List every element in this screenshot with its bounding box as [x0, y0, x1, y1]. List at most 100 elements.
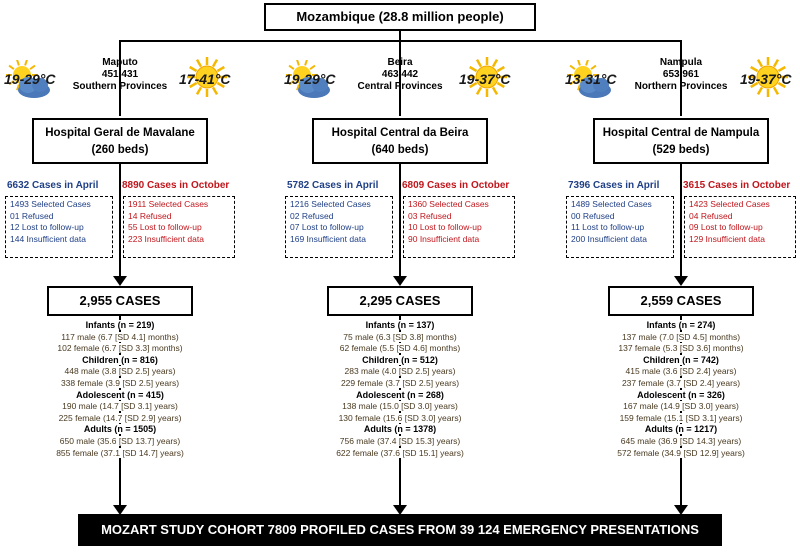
october-detail-line: 1423 Selected Cases — [689, 199, 770, 209]
hospital-name: Hospital Geral de Mavalane — [45, 127, 195, 139]
demographic-male: 75 male (6.3 [SD 3.8] months) — [310, 331, 490, 344]
demographic-group-heading: Adolescent (n = 415) — [30, 389, 210, 402]
october-detail-line: 14 Refused — [128, 210, 172, 221]
april-detail-line: 144 Insufficient data — [10, 233, 86, 244]
arrow-icon — [393, 276, 407, 286]
sun-cloud-icon — [563, 59, 615, 105]
female-text: 229 female (3.7 [SD 2.5] years) — [338, 377, 462, 388]
october-detail-line: 129 Insufficient data — [689, 233, 765, 244]
october-detail-line: 10 Lost to follow-up — [408, 222, 482, 232]
female-text: 102 female (6.7 [SD 3.3] months) — [55, 343, 185, 354]
flow-line — [680, 164, 682, 276]
hospital-name: Hospital Central da Beira — [331, 127, 469, 139]
demographic-group-heading: Infants (n = 274) — [591, 320, 771, 332]
demographic-male: 190 male (14.7 [SD 3.1] years) — [30, 401, 210, 413]
male-text: 117 male (6.7 [SD 4.1] months) — [59, 331, 181, 342]
april-detail-line: 01 Refused — [10, 210, 54, 221]
april-detail-line: 1216 Selected Cases — [290, 199, 371, 209]
male-text: 167 male (14.9 [SD 3.0] years) — [621, 401, 741, 412]
demographic-female: 622 female (37.6 [SD 15.1] years) — [310, 447, 490, 460]
demographic-group-heading: Infants (n = 137) — [310, 320, 490, 332]
demographic-female: 855 female (37.1 [SD 14.7] years) — [30, 447, 210, 460]
group-heading-text: Infants (n = 219) — [83, 320, 157, 330]
female-text: 137 female (5.3 [SD 3.6] months) — [616, 343, 746, 354]
april-detail-line: 200 Insufficient data — [571, 233, 647, 244]
october-label: Cases in October — [708, 180, 791, 191]
april-label: Cases in April — [32, 180, 99, 191]
group-heading-text: Infants (n = 137) — [363, 320, 437, 330]
hospital-beds: (529 beds) — [652, 144, 710, 156]
temp-october: 19-37°C — [740, 71, 792, 87]
october-detail-line: 55 Lost to follow-up — [128, 222, 202, 232]
female-text: 225 female (14.7 [SD 2.9] years) — [56, 412, 184, 423]
april-label: Cases in April — [593, 180, 660, 191]
city-population: 451,431 — [101, 69, 139, 80]
male-text: 415 male (3.6 [SD 2.4] years) — [623, 366, 739, 377]
demographic-male: 756 male (37.4 [SD 15.3] years) — [310, 435, 490, 448]
april-count: 5782 — [287, 180, 310, 191]
female-text: 237 female (3.7 [SD 2.4] years) — [619, 377, 743, 388]
group-heading-text: Adolescent (n = 268) — [354, 389, 446, 400]
temp-october: 19-37°C — [459, 71, 511, 87]
demographic-male: 117 male (6.7 [SD 4.1] months) — [30, 331, 210, 344]
total-cases: 2,955 CASES — [79, 293, 161, 308]
hospital-name: Hospital Central de Nampula — [602, 127, 760, 139]
group-heading-text: Infants (n = 274) — [644, 320, 718, 330]
title-stem — [399, 31, 401, 41]
demographic-male: 138 male (15.0 [SD 3.0] years) — [310, 401, 490, 413]
october-count: 8890 — [122, 180, 145, 191]
demographics: Infants (n = 219) 117 male (6.7 [SD 4.1]… — [30, 320, 210, 459]
april-label: Cases in April — [312, 180, 379, 191]
female-text: 338 female (3.9 [SD 2.5] years) — [58, 377, 182, 388]
april-detail-line: 02 Refused — [290, 210, 334, 221]
april-count: 6632 — [7, 180, 30, 191]
group-heading-text: Children (n = 512) — [360, 354, 440, 365]
october-cases-label: 6809 Cases in October — [402, 180, 509, 191]
bottom-line — [680, 316, 682, 506]
demographic-group-heading: Adolescent (n = 326) — [591, 389, 771, 402]
city-name: Maputo — [102, 57, 138, 68]
demographic-male: 137 male (7.0 [SD 4.5] months) — [591, 331, 771, 344]
city-info: Beira 463,442 Central Provinces — [340, 57, 460, 93]
female-text: 62 female (5.5 [SD 4.6] months) — [337, 343, 463, 354]
demographic-group-heading: Infants (n = 219) — [30, 320, 210, 332]
temp-april: 19-29°C — [4, 71, 56, 87]
april-cases-label: 7396 Cases in April — [568, 180, 659, 191]
demographic-male: 448 male (3.8 [SD 2.5] years) — [30, 366, 210, 378]
male-text: 756 male (37.4 [SD 15.3] years) — [337, 435, 463, 446]
flow-line — [399, 164, 401, 276]
april-detail-line: 1489 Selected Cases — [571, 199, 652, 209]
october-count: 6809 — [402, 180, 425, 191]
female-text: 572 female (34.9 [SD 12.9] years) — [615, 447, 747, 458]
october-label: Cases in October — [147, 180, 230, 191]
demographics: Infants (n = 137) 75 male (6.3 [SD 3.8] … — [310, 320, 490, 459]
temp-april: 19-29°C — [284, 71, 336, 87]
october-count: 3615 — [683, 180, 706, 191]
city-population: 653,961 — [662, 69, 700, 80]
male-text: 650 male (35.6 [SD 13.7] years) — [57, 435, 183, 446]
group-heading-text: Adults (n = 1378) — [361, 424, 439, 435]
demographic-group-heading: Adults (n = 1217) — [591, 424, 771, 436]
sun-icon — [747, 56, 789, 103]
demographic-female: 225 female (14.7 [SD 2.9] years) — [30, 412, 210, 425]
demographic-group-heading: Children (n = 816) — [30, 354, 210, 367]
october-detail-line: 03 Refused — [408, 210, 452, 221]
arrow-icon — [113, 276, 127, 286]
april-cases-label: 5782 Cases in April — [287, 180, 378, 191]
april-cases-label: 6632 Cases in April — [7, 180, 98, 191]
group-heading-text: Adults (n = 1505) — [81, 424, 159, 435]
city-region: Northern Provinces — [634, 81, 728, 92]
female-text: 855 female (37.1 [SD 14.7] years) — [54, 447, 186, 458]
male-text: 645 male (36.9 [SD 14.3] years) — [618, 435, 744, 446]
demographics: Infants (n = 274) 137 male (7.0 [SD 4.5]… — [591, 320, 771, 459]
temp-april: 13-31°C — [565, 71, 617, 87]
arrow-icon — [393, 505, 407, 515]
sun-icon — [186, 56, 228, 103]
group-heading-text: Adolescent (n = 326) — [635, 389, 727, 400]
october-detail-line: 223 Insufficient data — [128, 233, 204, 244]
demographic-male: 650 male (35.6 [SD 13.7] years) — [30, 435, 210, 448]
